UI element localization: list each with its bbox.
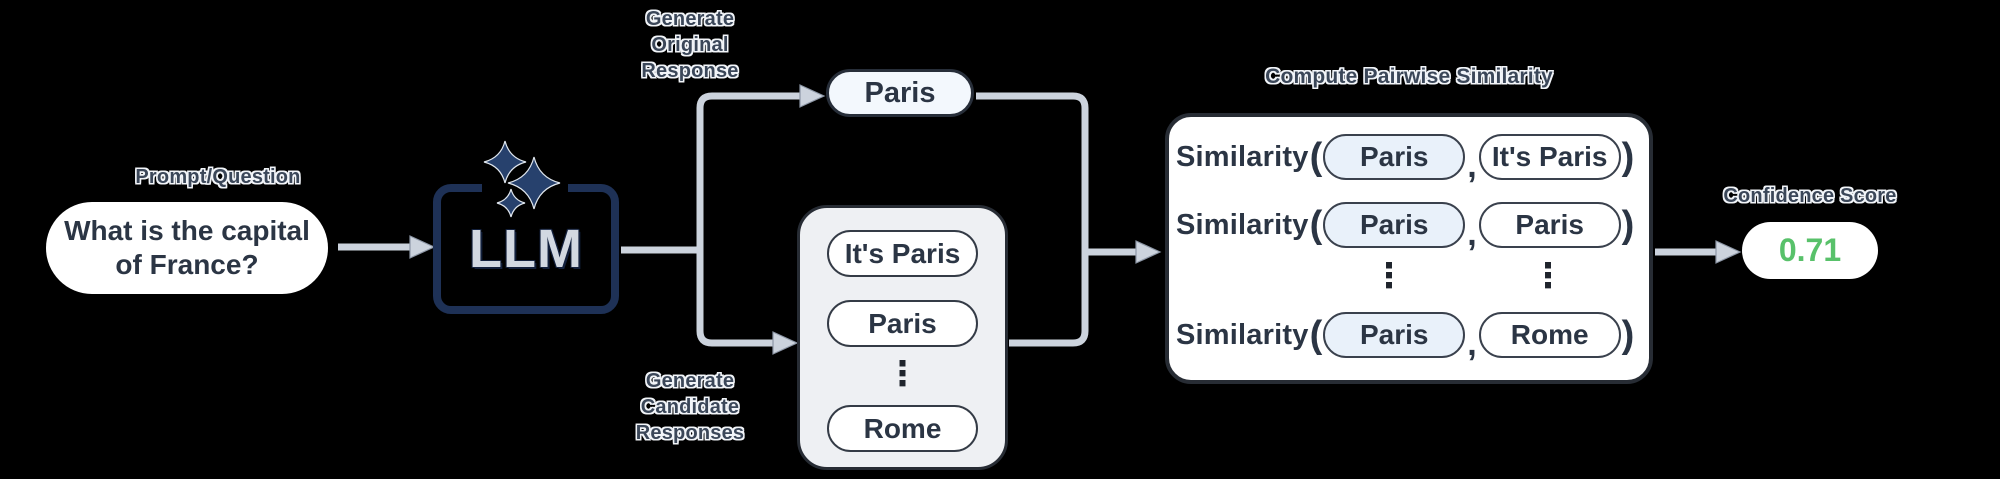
vertical-ellipsis: ⋮ xyxy=(1372,257,1406,295)
comma: , xyxy=(1467,214,1477,253)
close-paren: ) xyxy=(1621,203,1635,246)
candidate-responses-box: It's Paris Paris ⋮ Rome xyxy=(797,205,1008,470)
similarity-arg-a: Paris xyxy=(1323,312,1466,358)
connector-candidates-to-merge xyxy=(1009,252,1089,347)
confidence-bubble: 0.71 xyxy=(1742,222,1878,279)
similarity-row: Similarity( Paris , Rome ) xyxy=(1176,311,1635,363)
similarity-func: Similarity xyxy=(1176,208,1309,241)
arrowhead-icon xyxy=(1715,240,1742,264)
candidate-pill: Paris xyxy=(827,300,978,347)
label-line: Candidate xyxy=(640,396,740,418)
candidate-pill: Rome xyxy=(827,405,978,452)
similarity-arg-b: It's Paris xyxy=(1478,134,1621,180)
similarity-func: Similarity xyxy=(1176,140,1309,173)
original-response-text: Paris xyxy=(864,76,936,109)
open-paren: ( xyxy=(1309,203,1323,246)
label-line: Response xyxy=(641,60,739,82)
arrowhead-icon xyxy=(799,84,826,108)
similarity-func: Similarity xyxy=(1176,318,1309,351)
connector-branch-up xyxy=(696,92,800,252)
similarity-arg-a: Paris xyxy=(1323,202,1466,248)
open-paren: ( xyxy=(1309,313,1323,356)
confidence-label: Confidence Score xyxy=(1723,185,1897,207)
vertical-ellipsis: ⋮ xyxy=(1531,257,1565,295)
label-line: Generate xyxy=(645,370,735,392)
sparkles-icon xyxy=(483,140,561,218)
arrowhead-icon xyxy=(772,331,799,355)
label-line: Original xyxy=(651,34,729,56)
llm-label: LLM xyxy=(469,219,583,279)
comma: , xyxy=(1467,146,1477,185)
arrowhead-icon xyxy=(409,235,436,259)
close-paren: ) xyxy=(1621,313,1635,356)
label-line: Responses xyxy=(635,422,745,444)
prompt-label: Prompt/Question xyxy=(135,166,301,188)
prompt-text: What is the capital of France? xyxy=(64,215,310,280)
generate-original-label: Generate Original Response xyxy=(608,6,772,84)
close-paren: ) xyxy=(1621,135,1635,178)
similarity-arg-a: Paris xyxy=(1323,134,1466,180)
generate-candidate-label: Generate Candidate Responses xyxy=(603,368,777,446)
connector-paris-to-merge xyxy=(976,92,1089,252)
similarity-arg-b: Rome xyxy=(1478,312,1621,358)
vertical-ellipsis: ⋮ xyxy=(885,355,920,393)
similarity-row: Similarity( Paris , It's Paris ) xyxy=(1176,133,1635,185)
arrowhead-icon xyxy=(1135,240,1162,264)
connector-branch-down xyxy=(696,248,773,347)
original-response-bubble: Paris xyxy=(826,69,974,117)
open-paren: ( xyxy=(1309,135,1323,178)
comma: , xyxy=(1467,324,1477,363)
candidate-pill: It's Paris xyxy=(827,230,978,277)
prompt-bubble: What is the capital of France? xyxy=(46,202,328,294)
label-line: Generate xyxy=(645,8,735,30)
similarity-title: Compute Pairwise Similarity xyxy=(1265,65,1553,88)
similarity-row: Similarity( Paris , Paris ) xyxy=(1176,201,1635,253)
confidence-value: 0.71 xyxy=(1778,232,1842,268)
similarity-arg-b: Paris xyxy=(1478,202,1621,248)
